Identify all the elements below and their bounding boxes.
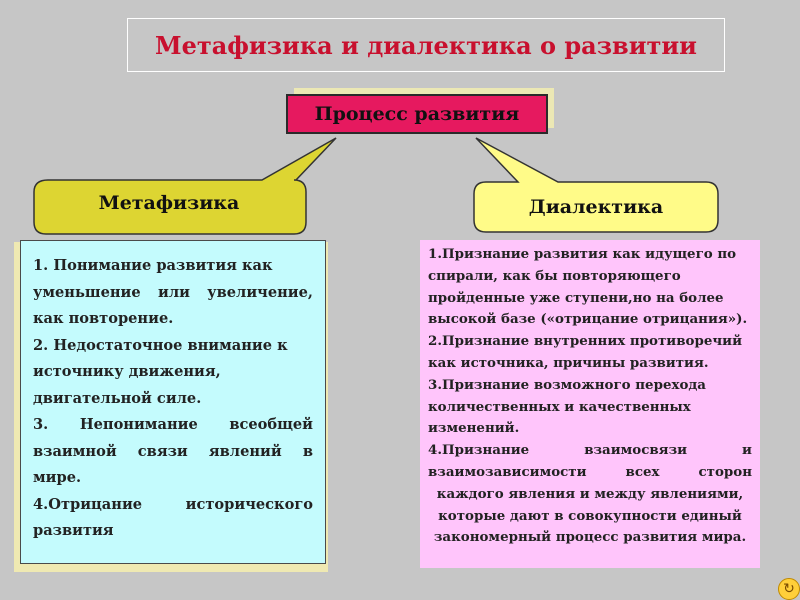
- dialectics-line: которые дают в совокупности единый: [438, 507, 742, 524]
- slide-title: Метафизика и диалектика о развитии: [127, 18, 725, 72]
- dialectics-line: 1.Признание развития как идущего по: [428, 246, 737, 262]
- metaphysics-line: развития: [33, 522, 114, 539]
- metaphysics-line: взаимной связи явлений в: [33, 442, 313, 460]
- metaphysics-line: мире.: [33, 469, 82, 486]
- dialectics-box: 1.Признание развития как идущего по спир…: [420, 240, 760, 568]
- dialectics-line: 2.Признание внутренних противоречий: [428, 333, 742, 350]
- dialectics-line: 3.Признание возможного перехода: [428, 376, 706, 393]
- metaphysics-line: 3. Непонимание всеобщей: [33, 416, 313, 433]
- metaphysics-line: 2. Недостаточное внимание к: [33, 336, 288, 354]
- metaphysics-callout: [33, 137, 337, 235]
- dialectics-callout: [473, 137, 719, 233]
- dialectics-line: спирали, как бы повторяющего: [428, 267, 681, 284]
- dialectics-line: 4.Признание взаимосвязи и: [428, 442, 752, 459]
- metaphysics-line: как повторение.: [33, 310, 174, 327]
- metaphysics-line: 1. Понимание развития как: [33, 257, 273, 274]
- dialectics-line: как источника, причины развития.: [428, 354, 709, 371]
- dialectics-line: изменений.: [428, 420, 520, 437]
- metaphysics-line: уменьшение или увеличение,: [33, 283, 313, 301]
- metaphysics-label: Метафизика: [98, 192, 240, 214]
- process-box: Процесс развития: [286, 94, 548, 134]
- dialectics-line: высокой базе («отрицание отрицания»).: [428, 311, 748, 328]
- dialectics-line: взаимозависимости всех сторон: [428, 463, 752, 480]
- metaphysics-box: 1. Понимание развития как уменьшение или…: [20, 240, 326, 564]
- forward-icon[interactable]: ↻: [778, 578, 800, 600]
- dialectics-line: количественных и качественных: [428, 398, 691, 415]
- dialectics-label: Диалектика: [528, 196, 664, 218]
- metaphysics-line: источнику движения,: [33, 363, 221, 380]
- dialectics-line: закономерный процесс развития мира.: [433, 529, 747, 546]
- metaphysics-line: 4.Отрицание исторического: [33, 495, 313, 513]
- dialectics-line: каждого явления и между явлениями,: [436, 485, 744, 502]
- process-label: Процесс развития: [314, 103, 520, 125]
- metaphysics-line: двигательной силе.: [33, 389, 202, 407]
- dialectics-line: пройденные уже ступени,но на более: [428, 289, 724, 306]
